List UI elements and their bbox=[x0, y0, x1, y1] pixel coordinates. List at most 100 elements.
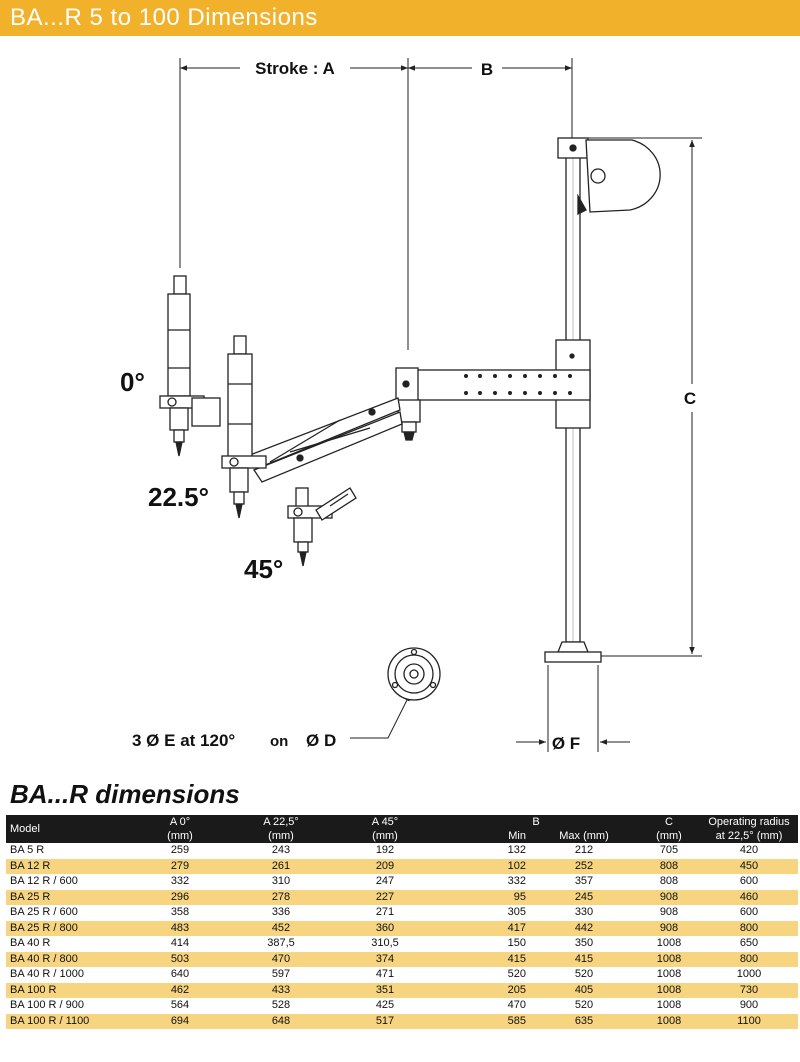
cell-b-min: 205 bbox=[434, 982, 530, 998]
cell-model: BA 100 R / 900 bbox=[6, 998, 134, 1014]
cell-a22: 648 bbox=[226, 1013, 336, 1029]
cell-radius: 900 bbox=[700, 998, 798, 1014]
mount-label: 3 Ø E at 120° bbox=[132, 731, 235, 750]
cell-c: 908 bbox=[638, 920, 700, 936]
cell-a45: 425 bbox=[336, 998, 434, 1014]
cell-a0: 358 bbox=[134, 905, 226, 921]
cell-model: BA 25 R / 800 bbox=[6, 920, 134, 936]
cell-b-max: 442 bbox=[530, 920, 638, 936]
cell-c: 1008 bbox=[638, 1013, 700, 1029]
cell-a22: 261 bbox=[226, 858, 336, 874]
cell-a0: 564 bbox=[134, 998, 226, 1014]
mount-part-1: 3 Ø bbox=[132, 731, 164, 750]
dimensions-table: Model A 0° A 22,5° A 45° B C Operating r… bbox=[6, 815, 798, 1029]
cell-a0: 483 bbox=[134, 920, 226, 936]
cell-model: BA 40 R bbox=[6, 936, 134, 952]
cell-radius: 460 bbox=[700, 889, 798, 905]
cell-b-min: 585 bbox=[434, 1013, 530, 1029]
header-a0: A 0° bbox=[134, 815, 226, 829]
cell-radius: 800 bbox=[700, 951, 798, 967]
cell-c: 1008 bbox=[638, 982, 700, 998]
cell-b-max: 350 bbox=[530, 936, 638, 952]
cell-b-max: 330 bbox=[530, 905, 638, 921]
cell-a45: 471 bbox=[336, 967, 434, 983]
cell-b-max: 520 bbox=[530, 998, 638, 1014]
cell-model: BA 40 R / 800 bbox=[6, 951, 134, 967]
cell-b-max: 520 bbox=[530, 967, 638, 983]
cell-b-min: 102 bbox=[434, 858, 530, 874]
mount-part-2: E bbox=[164, 731, 175, 750]
cell-a0: 462 bbox=[134, 982, 226, 998]
cell-c: 908 bbox=[638, 905, 700, 921]
cell-b-min: 150 bbox=[434, 936, 530, 952]
angle-45-label: 45° bbox=[244, 554, 283, 584]
cell-b-min: 305 bbox=[434, 905, 530, 921]
screwdriver-22 bbox=[221, 335, 267, 519]
cell-b-max: 252 bbox=[530, 858, 638, 874]
cell-b-min: 520 bbox=[434, 967, 530, 983]
cell-c: 1008 bbox=[638, 936, 700, 952]
cell-a45: 247 bbox=[336, 874, 434, 890]
cell-b-min: 415 bbox=[434, 951, 530, 967]
cell-model: BA 12 R / 600 bbox=[6, 874, 134, 890]
horizontal-arm bbox=[395, 367, 591, 441]
stroke-label: Stroke : A bbox=[255, 59, 335, 78]
dimension-lines bbox=[179, 58, 702, 752]
header-radius: Operating radius bbox=[700, 815, 798, 829]
cell-a0: 332 bbox=[134, 874, 226, 890]
cell-b-min: 332 bbox=[434, 874, 530, 890]
cell-a22: 310 bbox=[226, 874, 336, 890]
articulated-arm bbox=[249, 397, 403, 483]
cell-b-max: 405 bbox=[530, 982, 638, 998]
section-title: BA...R dimensions bbox=[10, 779, 240, 809]
cell-a22: 278 bbox=[226, 889, 336, 905]
header-b-max: Max (mm) bbox=[530, 829, 638, 843]
cell-model: BA 25 R bbox=[6, 889, 134, 905]
cell-model: BA 12 R bbox=[6, 858, 134, 874]
header-a45-unit: (mm) bbox=[336, 829, 434, 843]
drawing-labels: Stroke : A B C Ø F 0° 22.5° 45° 3 Ø E at… bbox=[120, 59, 696, 753]
cell-radius: 800 bbox=[700, 920, 798, 936]
cell-c: 908 bbox=[638, 889, 700, 905]
cell-a45: 374 bbox=[336, 951, 434, 967]
cell-a22: 528 bbox=[226, 998, 336, 1014]
cell-a0: 279 bbox=[134, 858, 226, 874]
header-c-unit: (mm) bbox=[638, 829, 700, 843]
dimension-drawing: Stroke : A B C Ø F 0° 22.5° 45° 3 Ø E at… bbox=[120, 58, 702, 753]
page-title: BA...R 5 to 100 Dimensions bbox=[10, 4, 318, 31]
cell-a45: 209 bbox=[336, 858, 434, 874]
cell-radius: 600 bbox=[700, 874, 798, 890]
cell-model: BA 5 R bbox=[6, 843, 134, 859]
c-label: C bbox=[684, 389, 696, 408]
header-b: B bbox=[434, 815, 638, 829]
cell-a22: 597 bbox=[226, 967, 336, 983]
cell-a0: 296 bbox=[134, 889, 226, 905]
cell-a45: 227 bbox=[336, 889, 434, 905]
cell-a0: 503 bbox=[134, 951, 226, 967]
cell-b-max: 245 bbox=[530, 889, 638, 905]
cell-radius: 1100 bbox=[700, 1013, 798, 1029]
cell-b-max: 415 bbox=[530, 951, 638, 967]
cell-a22: 243 bbox=[226, 843, 336, 859]
cell-model: BA 25 R / 600 bbox=[6, 905, 134, 921]
base-flange-detail bbox=[387, 647, 441, 701]
header-model: Model bbox=[6, 815, 134, 843]
header-a45: A 45° bbox=[336, 815, 434, 829]
cell-a22: 387,5 bbox=[226, 936, 336, 952]
cell-a0: 259 bbox=[134, 843, 226, 859]
balancer-reel bbox=[577, 139, 661, 216]
cell-radius: 730 bbox=[700, 982, 798, 998]
cell-b-min: 470 bbox=[434, 998, 530, 1014]
cell-a45: 360 bbox=[336, 920, 434, 936]
cell-c: 705 bbox=[638, 843, 700, 859]
cell-b-max: 357 bbox=[530, 874, 638, 890]
cell-c: 808 bbox=[638, 874, 700, 890]
cell-radius: 600 bbox=[700, 905, 798, 921]
header-row: (mm) (mm) (mm) Min Max (mm) (mm) at 22,5… bbox=[6, 829, 798, 843]
cell-c: 1008 bbox=[638, 967, 700, 983]
